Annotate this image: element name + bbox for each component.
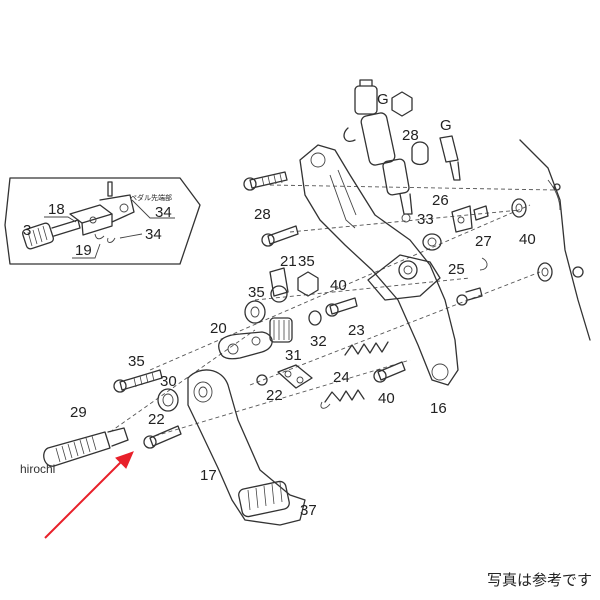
bolt-40-lower	[373, 361, 406, 383]
master-cylinder-assembly: G G 28	[343, 79, 461, 223]
label-28-left: 28	[254, 206, 271, 223]
label-40-low: 40	[378, 390, 395, 407]
caption: 写真は参考です	[486, 571, 592, 589]
bolt-22-left	[143, 425, 182, 449]
label-32: 32	[310, 333, 327, 350]
washer-40-lower	[537, 262, 553, 282]
label-30: 30	[160, 373, 177, 390]
bolt-28-lower	[261, 225, 299, 247]
spring-24	[320, 389, 365, 409]
label-g-left: G	[377, 91, 389, 108]
pedal-arm-17	[187, 369, 306, 526]
inset-bracket	[94, 181, 135, 243]
label-35-left: 35	[128, 353, 145, 370]
label-34-top: 34	[155, 204, 172, 221]
label-40-right: 40	[519, 231, 536, 248]
label-40-mid: 40	[330, 277, 347, 294]
inset-block	[69, 204, 113, 236]
label-22-left: 22	[148, 411, 165, 428]
spring-23	[344, 341, 389, 356]
washer-40-upper	[511, 198, 527, 218]
parts-26-27-33	[422, 205, 489, 271]
inset-note: ペダル先端部	[130, 193, 172, 202]
label-23: 23	[348, 322, 365, 339]
label-21: 21	[280, 253, 297, 270]
label-28-top: 28	[402, 127, 419, 144]
bolt-28-upper	[243, 171, 288, 191]
assembly-axis-lines	[109, 184, 556, 437]
label-27: 27	[475, 233, 492, 250]
washer-30	[157, 388, 179, 412]
label-31: 31	[285, 347, 302, 364]
label-16: 16	[430, 400, 447, 417]
label-24: 24	[333, 369, 350, 386]
label-17: 17	[200, 467, 217, 484]
label-26: 26	[432, 192, 449, 209]
label-3: 3	[23, 222, 31, 239]
inset-pedal-tip	[21, 219, 81, 250]
label-g-right: G	[440, 117, 452, 134]
bolt-35-left	[113, 369, 163, 393]
label-37: 37	[300, 502, 317, 519]
label-34-bottom: 34	[145, 226, 162, 243]
part-25	[456, 287, 483, 306]
label-22-right: 22	[266, 387, 283, 404]
pivot-components	[218, 267, 358, 360]
label-18: 18	[48, 201, 65, 218]
red-arrow	[44, 451, 134, 539]
inset-detail: 3 18 19 34 34 ペダル先端部	[4, 177, 201, 265]
plate-31	[256, 364, 313, 389]
label-35-mid: 35	[248, 284, 265, 301]
watermark: hirochi	[20, 462, 56, 476]
label-19: 19	[75, 242, 92, 259]
label-25: 25	[448, 261, 465, 278]
label-20: 20	[210, 320, 227, 337]
label-35-top: 35	[298, 253, 315, 270]
pedal-peg-29	[43, 427, 129, 467]
frame-edge	[519, 139, 591, 341]
label-29: 29	[70, 404, 87, 421]
main-bracket-plate	[299, 144, 459, 386]
label-33: 33	[417, 211, 434, 228]
